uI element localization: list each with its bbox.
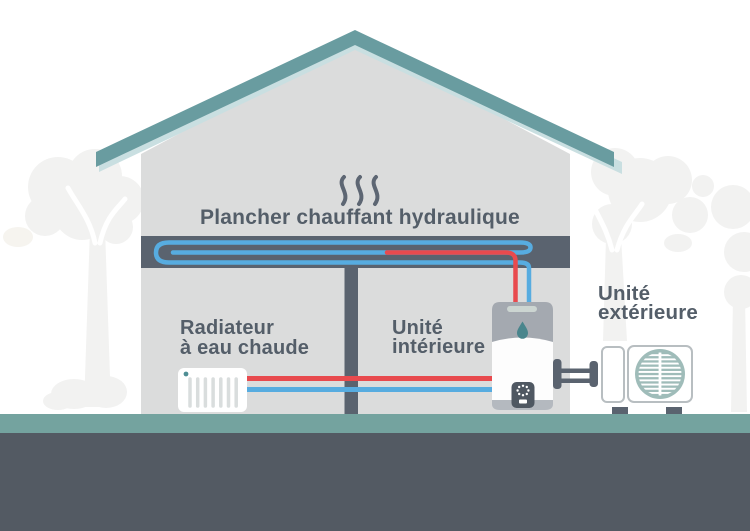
house-wall — [141, 40, 570, 414]
wall-duct — [553, 359, 598, 389]
tank-vent — [507, 306, 537, 312]
ground-soil — [0, 433, 750, 531]
heat-waves-icon — [339, 175, 380, 206]
radiator-label-line2: à eau chaude — [180, 337, 310, 359]
heating-coil — [153, 240, 533, 309]
radiator-valve-dot — [183, 371, 189, 377]
outdoor-unit-foot — [612, 407, 628, 414]
fan-grille-icon — [635, 349, 685, 399]
indoor-unit-label-line2: intérieure — [392, 336, 486, 358]
outdoor-unit-foot — [666, 407, 682, 414]
ground-grass-strip — [0, 414, 750, 433]
outdoor-unit-label-line1: Unité — [598, 282, 651, 305]
control-dial — [511, 382, 535, 408]
water-drop-icon — [517, 321, 528, 339]
radiator — [178, 368, 247, 412]
coil-cold-pipe — [153, 240, 533, 309]
radiator-pipes — [243, 376, 492, 392]
left-tree — [3, 149, 144, 410]
radiator-label: Radiateur à eau chaude — [180, 318, 309, 358]
coil-hot-pipe — [384, 250, 518, 309]
outdoor-unit-label-line2: extérieure — [598, 301, 699, 324]
indoor-unit-label: Unité intérieure — [392, 317, 486, 358]
outdoor-unit — [601, 345, 693, 414]
indoor-unit-label-line1: Unité — [392, 317, 443, 339]
radiator-label-line1: Radiateur — [180, 317, 275, 339]
indoor-unit-tank — [492, 302, 553, 410]
outdoor-unit-label: Unité extérieure — [598, 282, 699, 324]
floor-heating-title: Plancher chauffant hydraulique — [200, 206, 520, 229]
